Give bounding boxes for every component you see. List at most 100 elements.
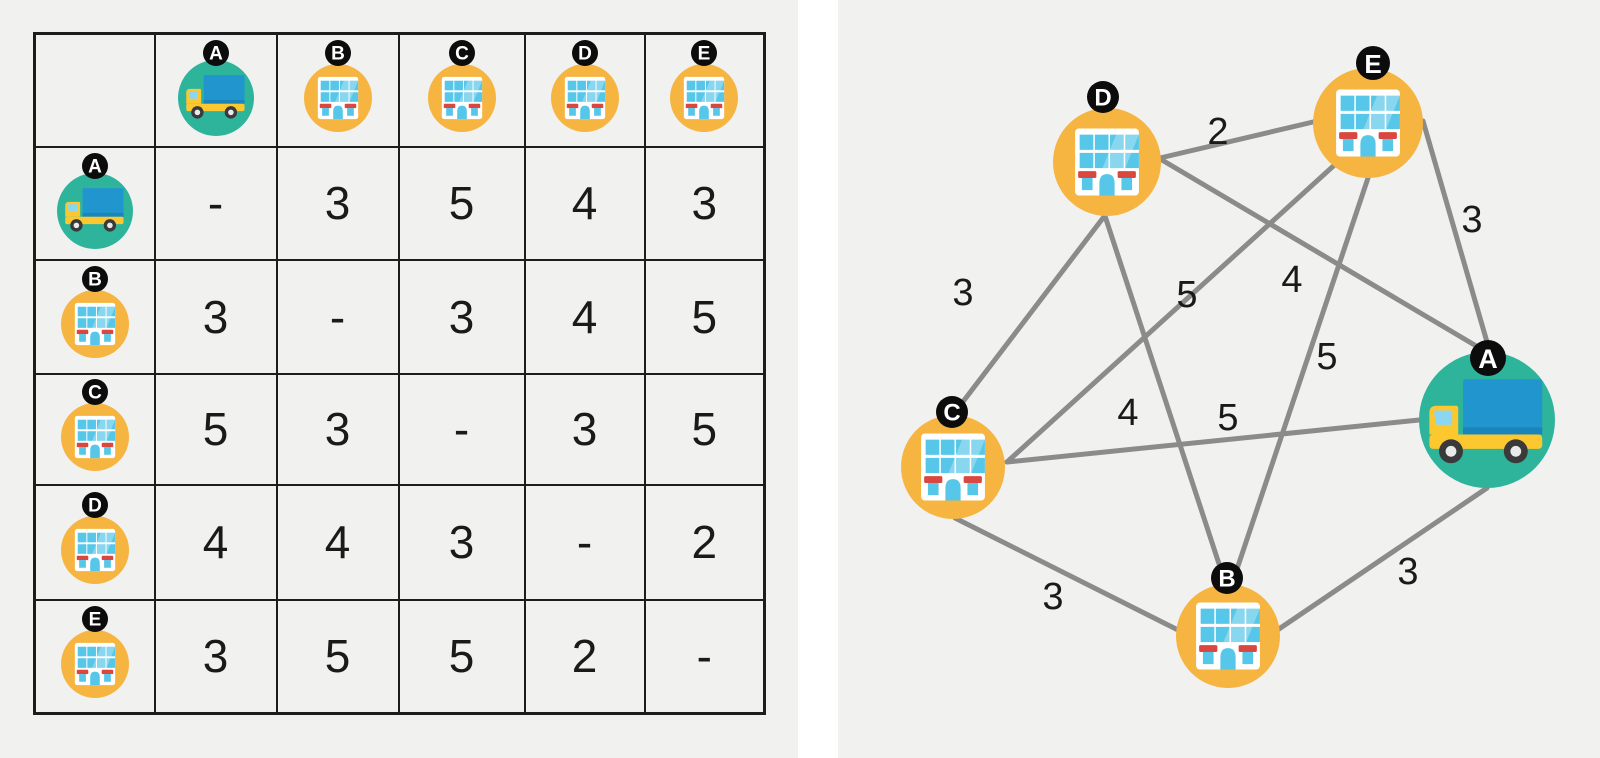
node-badge-letter: A [209, 43, 223, 64]
node-badge-letter: E [698, 43, 711, 64]
edge-weight-CB: 3 [1042, 576, 1063, 618]
store-icon [317, 76, 358, 119]
graph-edge-DA [1159, 157, 1486, 353]
graph-edge-EB [1233, 175, 1371, 575]
graph-edge-DE [1157, 119, 1316, 161]
truck-node-icon-A: A [177, 39, 254, 136]
graph-node-D: D [1053, 81, 1161, 216]
matrix-cell-C-C: - [397, 372, 526, 486]
matrix-cell-A-A: - [153, 145, 278, 261]
edge-weight-EB: 5 [1316, 336, 1337, 378]
node-badge [81, 605, 108, 632]
node-badge [936, 396, 968, 428]
matrix-cell-C-E: 5 [643, 372, 766, 486]
node-badge [81, 152, 108, 179]
matrix-col-header-B: B [275, 32, 400, 148]
store-icon [921, 433, 985, 501]
node-badge [1211, 562, 1243, 594]
matrix-cell-E-D: 2 [523, 598, 646, 715]
store-node-icon-B: B [303, 39, 372, 132]
matrix-row-header-C: C [33, 372, 156, 486]
edge-weight-DA: 4 [1281, 259, 1302, 301]
edge-weight-DB: 4 [1117, 392, 1138, 434]
matrix-cell-E-E: - [643, 598, 766, 715]
store-node-icon-B: B [60, 266, 129, 358]
node-badge-letter: C [88, 382, 102, 403]
matrix-cell-A-B: 3 [275, 145, 400, 261]
matrix-cell-E-B: 5 [275, 598, 400, 715]
node-badge-letter: D [1094, 85, 1111, 112]
matrix-cell-D-E: 2 [643, 483, 766, 601]
node-badge-letter: B [331, 43, 345, 64]
node-badge [448, 39, 475, 66]
node-badge [1087, 81, 1119, 113]
matrix-cell-B-B: - [275, 258, 400, 375]
edge-weight-CA: 5 [1217, 397, 1238, 439]
matrix-col-header-E: E [643, 32, 766, 148]
matrix-cell-D-D: - [523, 483, 646, 601]
node-badge [691, 39, 718, 66]
matrix-row-header-A: A [33, 145, 156, 261]
store-icon [74, 528, 115, 571]
store-icon [1075, 128, 1139, 196]
graph-node-B: B [1176, 562, 1280, 688]
matrix-row-header-E: E [33, 598, 156, 715]
matrix-cell-A-C: 5 [397, 145, 526, 261]
node-badge [1470, 340, 1506, 376]
edge-weight-AB: 3 [1397, 551, 1418, 593]
store-icon [441, 76, 482, 119]
node-badge [202, 39, 229, 66]
matrix-cell-C-A: 5 [153, 372, 278, 486]
node-badge-letter: C [455, 43, 469, 64]
graph-edge-AB [1273, 485, 1490, 634]
node-badge [571, 39, 598, 66]
matrix-cell-A-E: 3 [643, 145, 766, 261]
node-badge-letter: B [88, 270, 102, 291]
matrix-cell-E-A: 3 [153, 598, 278, 715]
node-badge-letter: E [88, 609, 101, 630]
node-badge [81, 491, 108, 518]
graph-edge-CE [1004, 157, 1343, 465]
store-icon [74, 642, 115, 685]
node-badge-letter: E [1364, 49, 1381, 79]
edge-weight-EA: 3 [1461, 199, 1482, 241]
node-badge-letter: D [88, 495, 102, 516]
matrix-cell-B-C: 3 [397, 258, 526, 375]
node-badge-letter: D [578, 43, 592, 64]
matrix-cell-C-D: 3 [523, 372, 646, 486]
matrix-col-header-D: D [523, 32, 646, 148]
matrix-row-header-B: B [33, 258, 156, 375]
store-icon [564, 76, 605, 119]
matrix-corner-cell [33, 32, 156, 148]
store-node-icon-E: E [60, 605, 129, 698]
edge-weight-CE: 5 [1176, 274, 1197, 316]
matrix-row-header-D: D [33, 483, 156, 601]
node-badge [1356, 46, 1390, 80]
matrix-col-header-A: A [153, 32, 278, 148]
store-icon [74, 415, 115, 458]
matrix-col-header-C: C [397, 32, 526, 148]
edge-weight-CD: 3 [952, 272, 973, 314]
graph-node-A: A [1419, 340, 1555, 488]
truck-node-icon-A: A [56, 152, 133, 249]
edge-weight-DE: 2 [1207, 111, 1228, 153]
node-badge-letter: C [943, 400, 960, 427]
matrix-cell-D-B: 4 [275, 483, 400, 601]
graph-edge-CA [1004, 417, 1422, 465]
matrix-cell-B-E: 5 [643, 258, 766, 375]
matrix-cell-D-C: 3 [397, 483, 526, 601]
graph-edge-CB [952, 515, 1181, 633]
graph-node-E: E [1313, 46, 1423, 178]
store-node-icon-E: E [670, 39, 739, 132]
store-icon [1196, 602, 1260, 670]
